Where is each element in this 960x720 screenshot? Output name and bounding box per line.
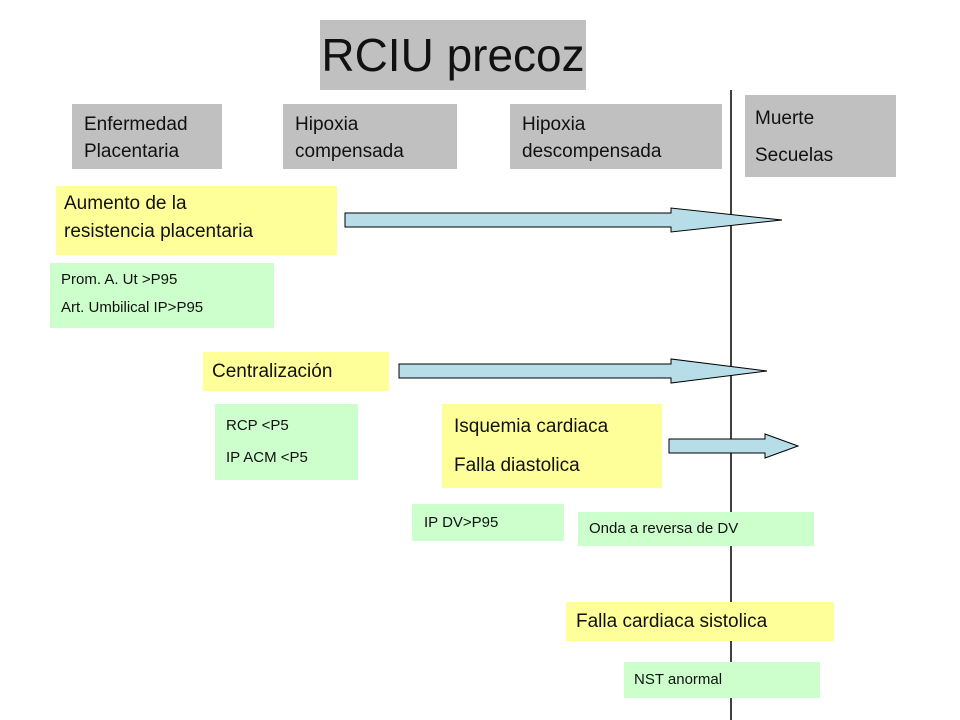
- stage-outcome: Muerte Secuelas: [745, 95, 896, 177]
- event-resistance-line-2: resistencia placentaria: [64, 221, 254, 242]
- ischemia-arrow: [668, 433, 800, 459]
- stage-placental-line-2: Placentaria: [84, 141, 180, 162]
- event-systolic-failure: Falla cardiaca sistolica: [566, 602, 834, 641]
- stage-compensated-line-2: compensada: [295, 141, 404, 162]
- finding-dv-ip: IP DV>P95: [412, 504, 564, 541]
- finding-doppler-uterine: Prom. A. Ut >P95 Art. Umbilical IP>P95: [50, 263, 274, 328]
- resistance-arrow: [344, 207, 783, 233]
- event-ischemia-line-2: Falla diastolica: [454, 455, 580, 476]
- finding-doppler-line-2: Art. Umbilical IP>P95: [61, 299, 204, 316]
- finding-rcp-line-2: IP ACM <P5: [226, 449, 308, 466]
- event-resistance-line-1: Aumento de la: [64, 193, 187, 214]
- outcome-sequelae: Secuelas: [755, 145, 834, 166]
- outcome-death: Muerte: [755, 108, 815, 129]
- page-title: RCIU precoz: [320, 20, 586, 90]
- finding-rcp: RCP <P5 IP ACM <P5: [215, 404, 358, 480]
- event-cardiac-ischemia: Isquemia cardiaca Falla diastolica: [442, 404, 662, 488]
- event-ischemia-line-1: Isquemia cardiaca: [454, 416, 609, 437]
- event-centralization: Centralización: [203, 352, 389, 391]
- stage-decompensated-line-1: Hipoxia: [522, 114, 586, 135]
- stage-placental-line-1: Enfermedad: [84, 114, 188, 135]
- stage-compensated-line-1: Hipoxia: [295, 114, 359, 135]
- stage-decompensated-line-2: descompensada: [522, 141, 662, 162]
- centralization-arrow: [398, 358, 768, 384]
- event-placental-resistance: Aumento de la resistencia placentaria: [56, 186, 337, 255]
- finding-nst: NST anormal: [624, 662, 820, 698]
- stage-compensated-hypoxia: Hipoxia compensada: [283, 104, 457, 169]
- finding-doppler-line-1: Prom. A. Ut >P95: [61, 271, 178, 288]
- stage-decompensated-hypoxia: Hipoxia descompensada: [510, 104, 722, 169]
- finding-dv-reverse-wave: Onda a reversa de DV: [578, 512, 814, 546]
- finding-rcp-line-1: RCP <P5: [226, 417, 289, 434]
- stage-placental-disease: Enfermedad Placentaria: [72, 104, 222, 169]
